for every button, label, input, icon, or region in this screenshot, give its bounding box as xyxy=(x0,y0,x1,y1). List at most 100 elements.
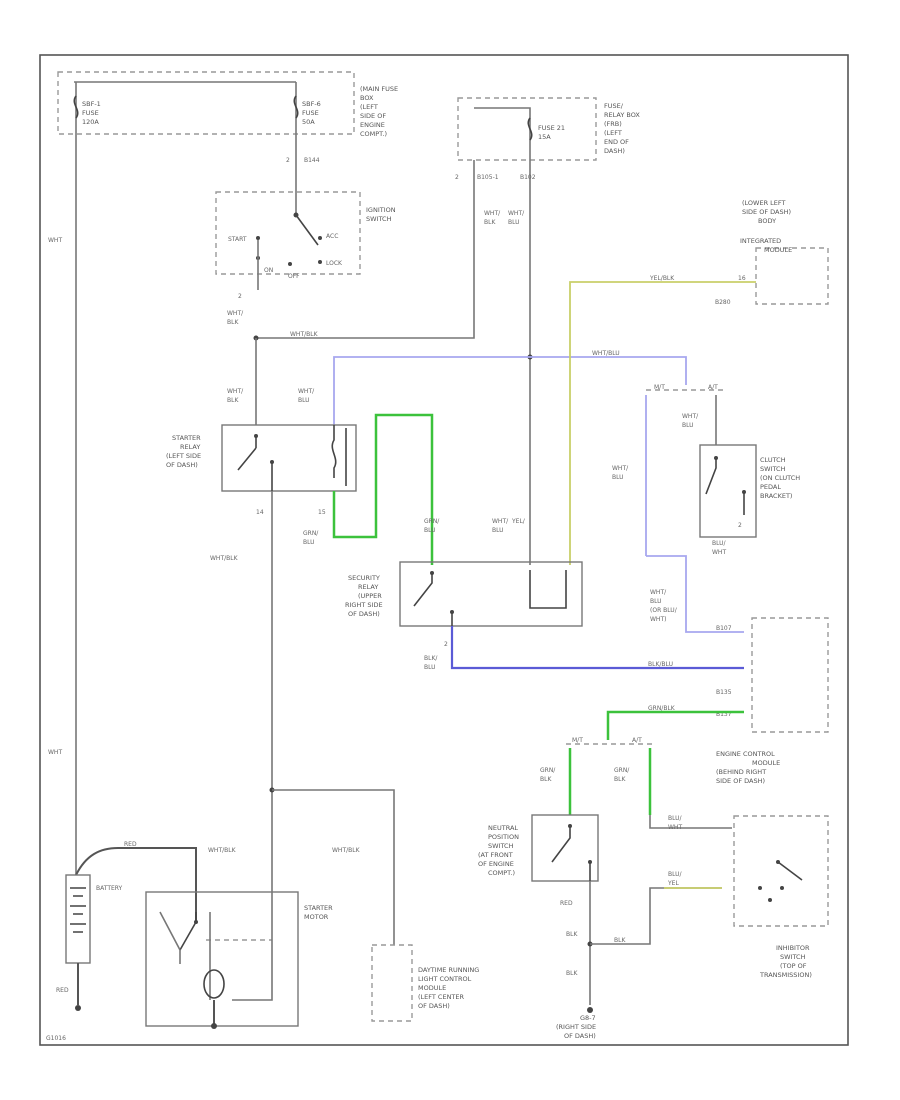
svg-text:LOCK: LOCK xyxy=(326,260,343,267)
main-fuse-box xyxy=(57,71,355,135)
battery-cells-icon xyxy=(70,887,86,933)
svg-text:SIDE OF DASH): SIDE OF DASH) xyxy=(742,208,791,216)
svg-text:DASH): DASH) xyxy=(604,147,625,155)
neutral-switch-label: NEUTRAL POSITION SWITCH (AT FRONT OF ENG… xyxy=(478,824,519,877)
body-module-label: (LOWER LEFT SIDE OF DASH) BODY INTEGRATE… xyxy=(740,199,792,254)
wire-label-red: RED xyxy=(124,841,137,848)
svg-text:BODY: BODY xyxy=(758,217,776,225)
wire-label: WHT/ xyxy=(650,589,667,596)
sbf6-fuse: SBF-6 FUSE 50A xyxy=(293,82,321,180)
main-fuse-box-label: (MAIN FUSE BOX (LEFT SIDE OF ENGINE COMP… xyxy=(360,85,398,138)
mt-label: M/T xyxy=(654,384,665,391)
connector-b105-1: B105-1 xyxy=(477,174,499,181)
svg-text:120A: 120A xyxy=(82,118,99,126)
inhibitor-switch-label: INHIBITOR SWITCH (TOP OF TRANSMISSION) xyxy=(759,944,812,979)
fuse-relay-box xyxy=(457,97,597,161)
wire-label: WHT/ xyxy=(484,210,501,217)
svg-text:OF DASH): OF DASH) xyxy=(348,610,380,618)
svg-text:SWITCH: SWITCH xyxy=(488,842,514,850)
svg-text:INHIBITOR: INHIBITOR xyxy=(776,944,810,952)
fuse21: FUSE 21 15A xyxy=(474,107,565,205)
security-relay xyxy=(399,561,583,627)
wire-label: WHT xyxy=(668,824,682,831)
starter-relay-label: STARTER RELAY (LEFT SIDE OF DASH) xyxy=(166,434,201,469)
svg-text:SWITCH: SWITCH xyxy=(780,953,806,961)
connector-b280: B280 xyxy=(715,299,731,306)
svg-text:RELAY BOX: RELAY BOX xyxy=(604,111,640,119)
wire-label: BLU xyxy=(298,397,310,404)
wire-label: BLK xyxy=(227,397,239,404)
svg-text:SECURITY: SECURITY xyxy=(348,574,380,582)
svg-text:OF DASH): OF DASH) xyxy=(166,461,198,469)
svg-text:(BEHIND RIGHT: (BEHIND RIGHT xyxy=(716,768,766,776)
wire-label: (OR BLU/ xyxy=(650,607,678,614)
svg-text:END OF: END OF xyxy=(604,138,629,146)
svg-text:FUSE/: FUSE/ xyxy=(604,102,624,110)
inhibitor-switch-contact xyxy=(758,860,803,902)
svg-text:(TOP OF: (TOP OF xyxy=(780,962,807,970)
ignition-switch-box xyxy=(215,191,361,275)
wire-blu-wht xyxy=(649,815,732,829)
ignition-switch: START ACC ON OFF LOCK xyxy=(228,180,343,290)
connector-b135: B135 xyxy=(716,689,732,696)
starter-motor-label: STARTER MOTOR xyxy=(304,904,333,921)
clutch-switch-contact xyxy=(705,456,746,515)
wire-label: WHT/ xyxy=(298,388,315,395)
pin-label: 14 xyxy=(256,509,264,516)
svg-text:SIDE OF: SIDE OF xyxy=(360,112,386,120)
wire-label: WHT/ xyxy=(612,465,629,472)
wire-label: BLU xyxy=(303,539,315,546)
wire-label: BLU xyxy=(508,219,520,226)
svg-text:LIGHT CONTROL: LIGHT CONTROL xyxy=(418,975,472,983)
pin-label: 2 xyxy=(444,641,448,648)
svg-text:ACC: ACC xyxy=(326,233,338,240)
svg-text:OF DASH): OF DASH) xyxy=(564,1032,596,1040)
wire-label-red: RED xyxy=(560,900,573,907)
wire-label: WHT) xyxy=(650,616,666,623)
svg-text:ENGINE: ENGINE xyxy=(360,121,385,129)
svg-text:(LEFT CENTER: (LEFT CENTER xyxy=(418,993,465,1001)
wire-label: BLU xyxy=(612,474,624,481)
svg-text:OFF: OFF xyxy=(288,273,300,280)
svg-text:TRANSMISSION): TRANSMISSION) xyxy=(759,971,812,979)
svg-text:SWITCH: SWITCH xyxy=(366,215,392,223)
pin-label: 2 xyxy=(738,522,742,529)
wire-label: YEL/ xyxy=(511,518,526,525)
body-integrated-module xyxy=(755,247,829,305)
motor-armature-icon xyxy=(203,969,225,1029)
svg-text:FUSE: FUSE xyxy=(302,109,319,117)
wire-label: BLU/ xyxy=(712,540,727,547)
ground-id: G1016 xyxy=(46,1035,66,1042)
battery-label: BATTERY xyxy=(96,885,123,892)
svg-text:STARTER: STARTER xyxy=(172,434,201,442)
wire-wht-blu-to-ecm xyxy=(646,555,744,633)
svg-text:FUSE: FUSE xyxy=(82,109,99,117)
wire-label: BLK/ xyxy=(424,655,438,662)
connector-b102: B102 xyxy=(520,174,536,181)
wire-label: BLK xyxy=(566,970,578,977)
wire-label: BLU xyxy=(682,422,694,429)
fuse-relay-box-label: FUSE/ RELAY BOX (FRB) (LEFT END OF DASH) xyxy=(604,102,640,155)
svg-text:MODULE: MODULE xyxy=(752,759,780,767)
wire-label: GRN/ xyxy=(303,530,319,537)
wire-label: BLK xyxy=(614,776,626,783)
svg-text:(AT FRONT: (AT FRONT xyxy=(478,851,513,859)
wire-label-wht: WHT xyxy=(48,749,62,756)
pin-label: 2 xyxy=(455,174,459,181)
svg-text:START: START xyxy=(228,236,247,243)
wire-label: WHT/ xyxy=(227,310,244,317)
wire-label: BLU xyxy=(424,664,436,671)
inhibitor-switch xyxy=(733,815,829,927)
drl-control-module xyxy=(371,944,413,1022)
svg-text:BRACKET): BRACKET) xyxy=(760,492,792,500)
svg-text:ENGINE CONTROL: ENGINE CONTROL xyxy=(716,750,775,758)
wire-label: BLU/ xyxy=(668,871,683,878)
svg-text:SIDE OF DASH): SIDE OF DASH) xyxy=(716,777,765,785)
wire-label-wht-blk: WHT/BLK xyxy=(210,555,239,562)
starter-relay-contact xyxy=(237,425,347,491)
connector-b137: B137 xyxy=(716,711,732,718)
starter-solenoid xyxy=(159,905,273,1001)
svg-text:(RIGHT SIDE: (RIGHT SIDE xyxy=(556,1023,596,1031)
starter-relay xyxy=(221,424,357,492)
wire-label-wht-blk: WHT/BLK xyxy=(290,331,319,338)
